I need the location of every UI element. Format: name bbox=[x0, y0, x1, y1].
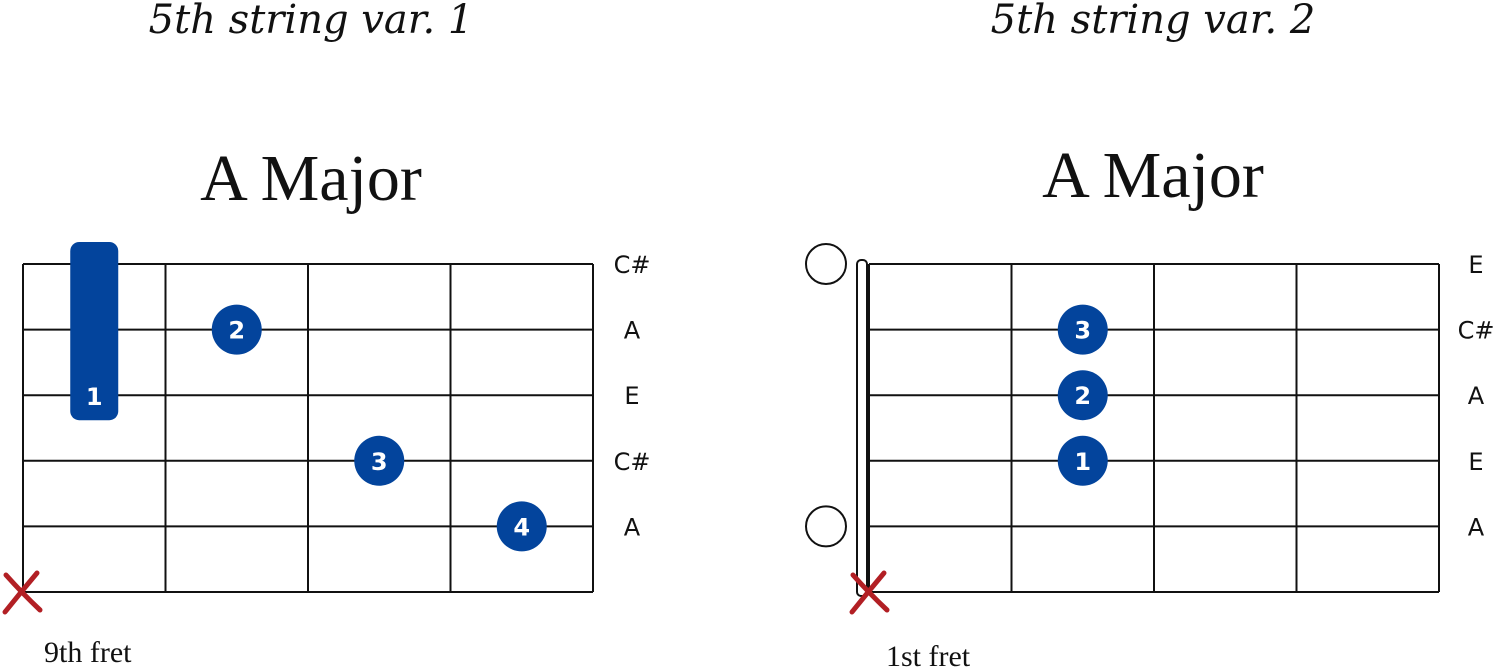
fret-position-label: 1st fret bbox=[886, 640, 971, 667]
note-label: C# bbox=[614, 448, 651, 476]
x-stroke bbox=[849, 570, 887, 615]
nut bbox=[856, 259, 868, 597]
finger-dot bbox=[1057, 435, 1108, 486]
fretboard-grid bbox=[856, 259, 1440, 597]
note-label: A bbox=[624, 317, 641, 345]
finger-number: 2 bbox=[1074, 382, 1091, 410]
finger-number: 1 bbox=[86, 383, 103, 411]
chord-name: A Major bbox=[200, 142, 422, 215]
note-labels: E C# A E A bbox=[1458, 251, 1495, 541]
chord-diagram-var-1: 5th string var. 1 A Major 9th fret C#AEC… bbox=[2, 0, 651, 667]
finger-dot bbox=[1057, 370, 1108, 421]
finger-number: 3 bbox=[1074, 317, 1091, 345]
finger-number: 4 bbox=[513, 513, 530, 541]
note-label: C# bbox=[614, 251, 651, 279]
muted-string-x bbox=[2, 570, 43, 615]
fret-position-label: 9th fret bbox=[44, 636, 132, 667]
note-label: C# bbox=[1458, 317, 1495, 345]
note-label: A bbox=[624, 513, 641, 541]
note-label: A bbox=[1468, 382, 1485, 410]
muted-string-x bbox=[849, 570, 890, 615]
note-label: E bbox=[1468, 448, 1483, 476]
note-label: E bbox=[624, 382, 639, 410]
finger-number: 2 bbox=[228, 317, 245, 345]
barre-marker bbox=[70, 242, 119, 421]
x-stroke bbox=[2, 570, 40, 615]
finger-dot bbox=[211, 304, 262, 355]
finger-markers: 3 2 1 bbox=[805, 243, 1108, 615]
note-label: A bbox=[1468, 513, 1485, 541]
chord-name: A Major bbox=[1042, 139, 1264, 212]
open-string-circle bbox=[805, 505, 847, 548]
finger-dot bbox=[354, 435, 405, 486]
open-string-circle bbox=[805, 243, 847, 285]
finger-dot bbox=[1057, 304, 1108, 355]
finger-dot bbox=[496, 501, 547, 552]
finger-number: 3 bbox=[371, 448, 388, 476]
finger-number: 1 bbox=[1074, 448, 1091, 476]
finger-markers: 1 2 3 4 bbox=[2, 242, 547, 615]
chord-diagram-var-2: 5th string var. 2 A Major 1st fret EC#AE… bbox=[805, 0, 1495, 667]
variation-label: 5th string var. 2 bbox=[991, 0, 1316, 43]
note-label: E bbox=[1468, 251, 1483, 279]
variation-label: 5th string var. 1 bbox=[149, 0, 474, 43]
note-labels: C# A E C# A bbox=[614, 251, 651, 541]
